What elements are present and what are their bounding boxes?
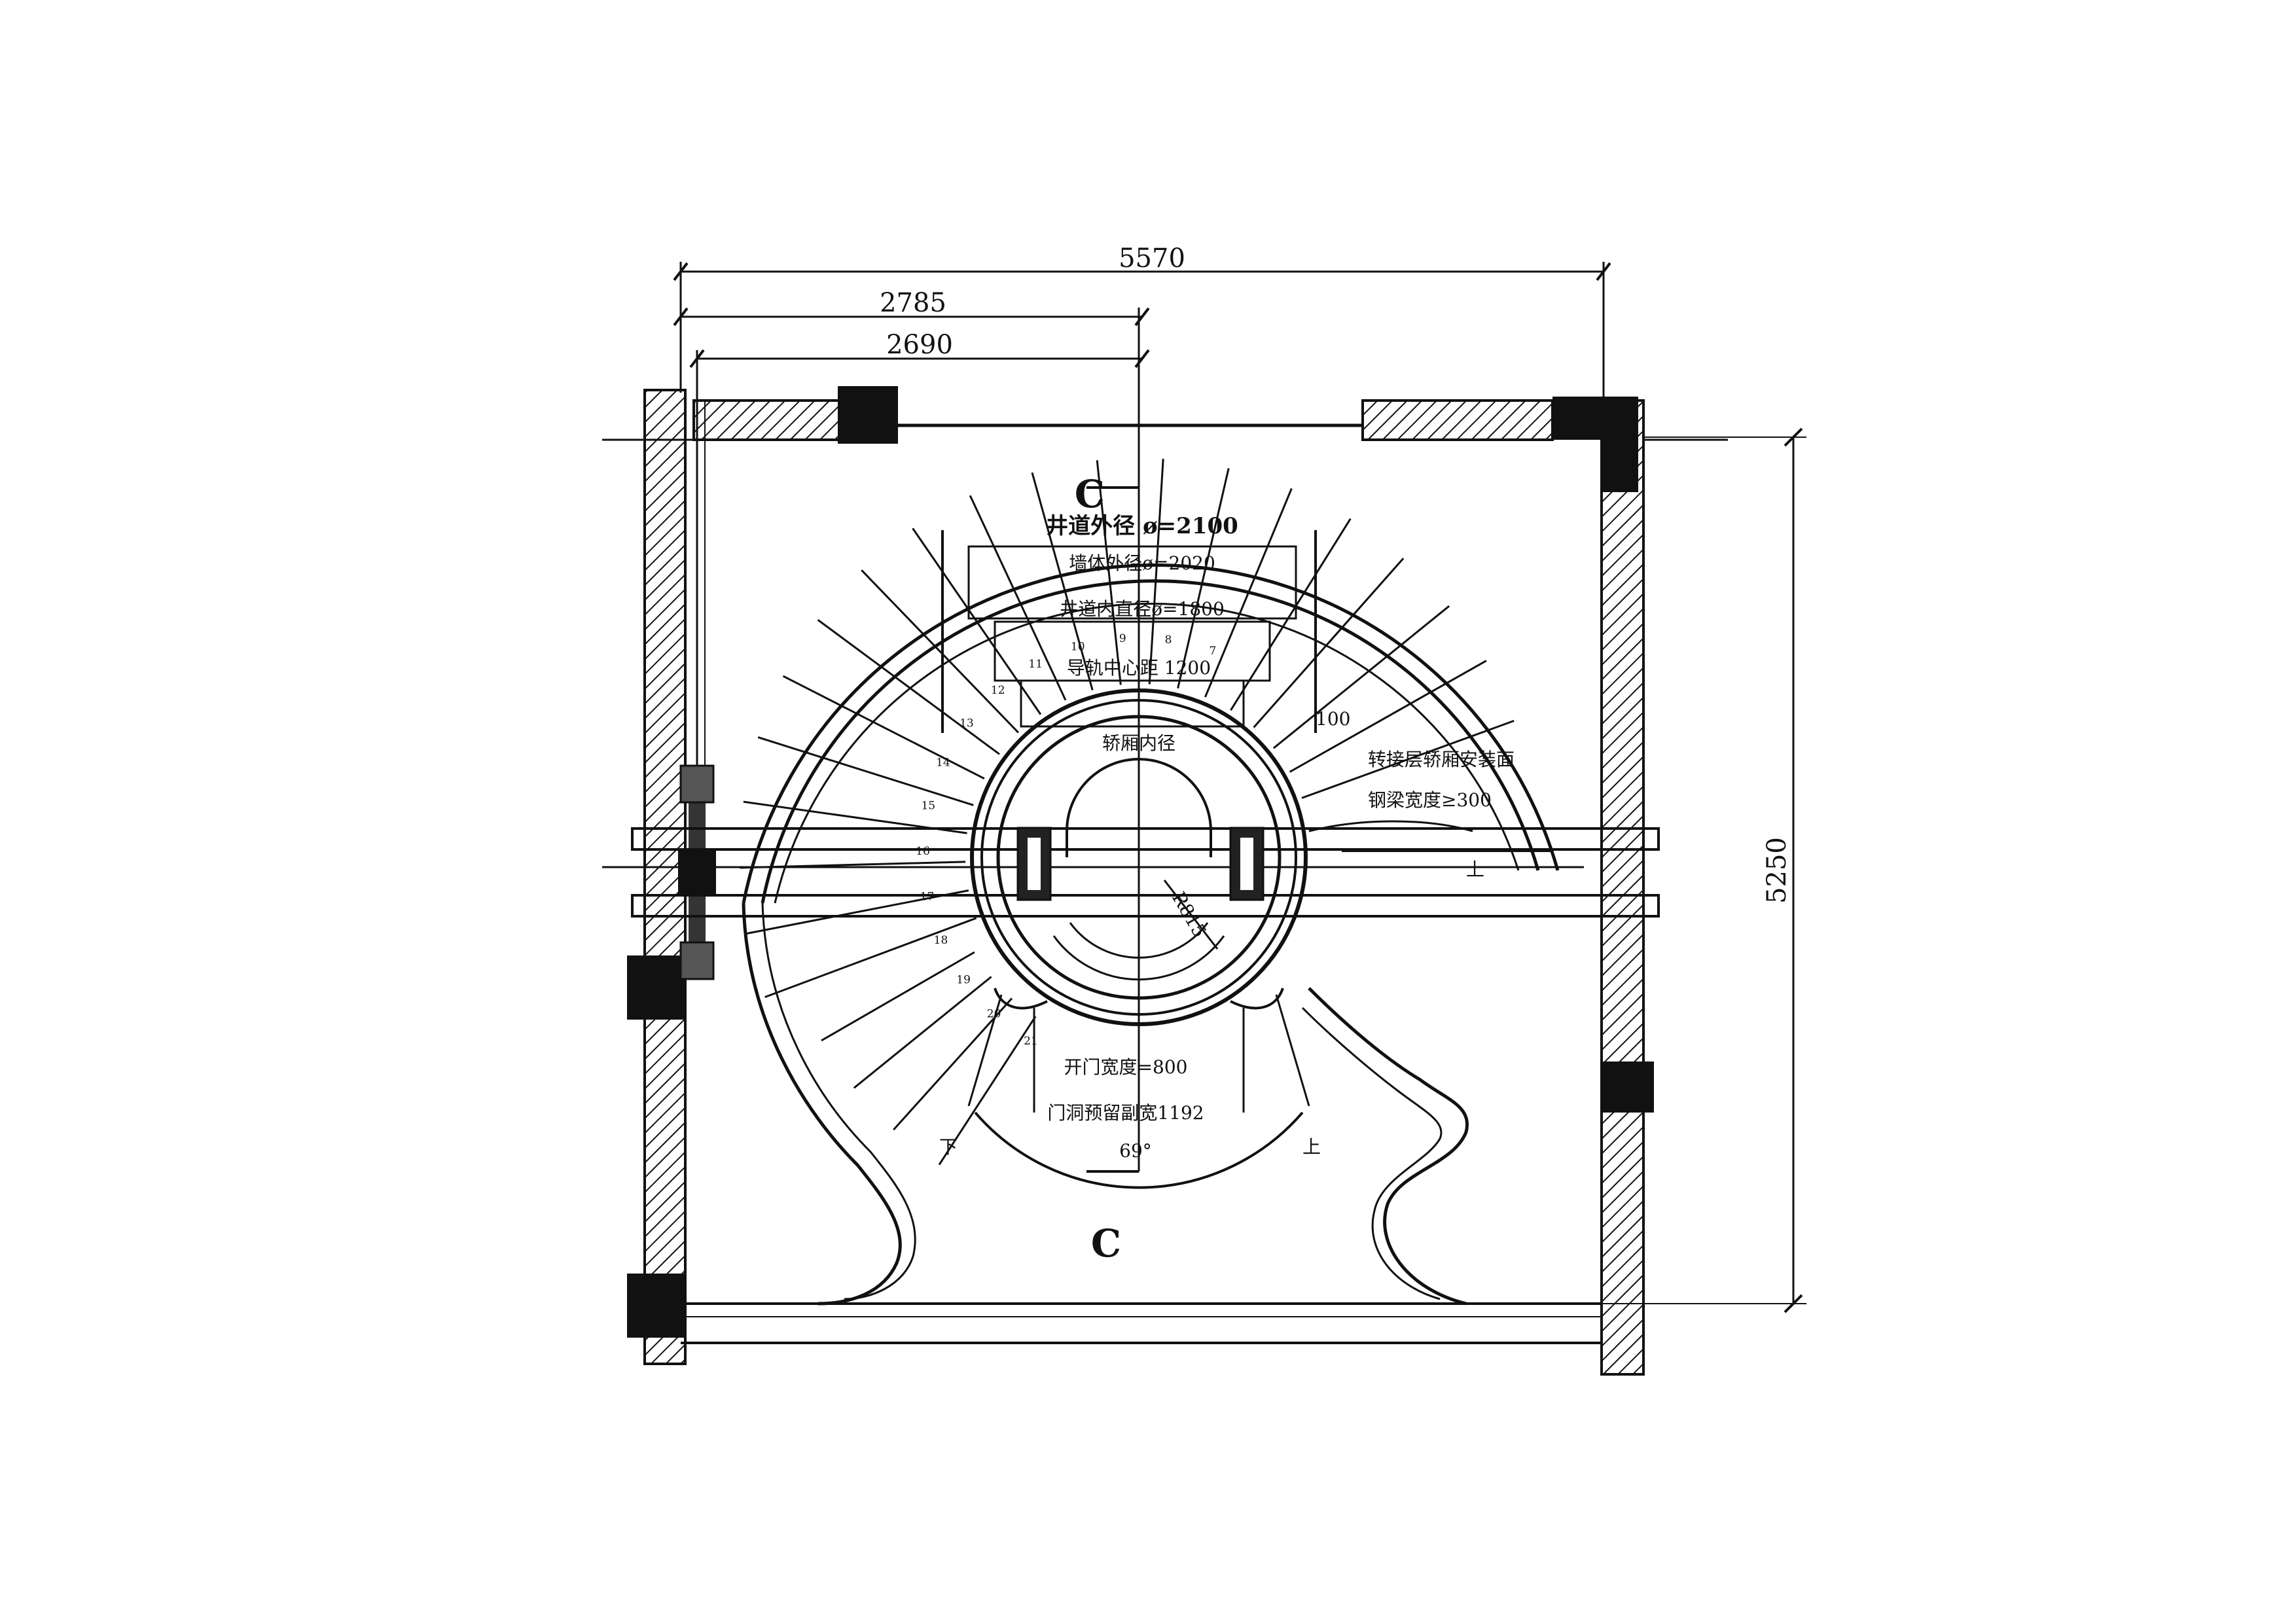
stair-tread-line [1301, 719, 1515, 799]
top-wall-left [692, 399, 842, 441]
stair-step-number: 10 [1071, 641, 1085, 654]
stair-step-number: 15 [921, 800, 935, 813]
stair-step-number: 9 [1119, 632, 1126, 645]
label-shaft-outer-diameter: 井道外径 ø=2100 [1046, 513, 1238, 539]
stair-tread-line [757, 736, 974, 806]
steel-beams [602, 764, 1660, 980]
dim-overall-width: 5570 [1119, 243, 1185, 274]
section-mark-bottom: C [1091, 1221, 1121, 1266]
stair-tread-line [938, 1016, 1037, 1166]
stair-tread-line [821, 951, 975, 1042]
right-wall [1600, 399, 1645, 1376]
dim-half-width: 2785 [880, 288, 946, 318]
stair-tread-line [746, 889, 969, 935]
stair-step-number: 7 [1209, 645, 1216, 658]
stair-treads [740, 459, 1515, 1166]
label-door-opening-reserve: 门洞预留副宽1192 [1047, 1102, 1204, 1124]
stair-tread-line [1148, 459, 1164, 685]
stair-step-number: 16 [916, 845, 930, 858]
dim-overall-depth: 5250 [1762, 837, 1792, 904]
dimension-labels: 5570 2785 2690 5250 [880, 243, 1792, 904]
stair-tread-line [1272, 605, 1450, 749]
stair-tread-line [817, 618, 1000, 755]
stair-step-number: 13 [960, 717, 974, 730]
stair-tread-line [740, 861, 966, 869]
stair-tread-line [1253, 558, 1405, 728]
label-up-bottom: 上 [1302, 1136, 1321, 1158]
stair-tread-line [861, 569, 1019, 734]
label-shaft-inner-diameter: 井道内直径ø=1800 [1060, 598, 1225, 620]
column-top-left [838, 386, 898, 444]
label-door-open-width: 开门宽度=800 [1064, 1056, 1188, 1078]
stair-step-number: 17 [920, 890, 935, 903]
stair-step-number: 11 [1028, 658, 1043, 671]
column-left-bottom [627, 1274, 685, 1338]
stair-step-number: 8 [1165, 633, 1172, 647]
label-up-right: 上 [1466, 859, 1484, 880]
stair-tread-line [782, 675, 985, 780]
column-right-mid [1602, 1061, 1654, 1113]
stair-tread-line [1177, 468, 1230, 689]
column-left-mid [627, 955, 685, 1020]
column-top-right-b [1602, 397, 1638, 492]
dimension-lines [673, 262, 1806, 1313]
stair-step-number: 18 [934, 934, 948, 947]
label-door-angle: 69° [1119, 1140, 1152, 1162]
label-guide-rail-note: 导轨中心距 1200 [1067, 657, 1211, 679]
stair-tread-line [1031, 472, 1094, 691]
label-wall-outer-diameter: 墙体外径ø=2020 [1069, 552, 1215, 574]
stair-tread-line [912, 527, 1042, 715]
stair-tread-line [1230, 518, 1352, 711]
label-dim-100: 100 [1316, 708, 1350, 730]
stair-tread-line [1204, 488, 1293, 698]
top-wall-right [1361, 399, 1554, 441]
dim-inner-width: 2690 [886, 330, 953, 360]
stair-tread-line [853, 976, 992, 1089]
stair-step-number: 12 [991, 684, 1005, 697]
stair-tread-line [1096, 460, 1122, 685]
stair-tread-line [764, 917, 977, 999]
stair-tread-line [743, 800, 967, 834]
label-landing-note-2: 钢梁宽度≥300 [1368, 789, 1492, 811]
beam-connector-left-top [679, 764, 715, 804]
structural-columns [627, 386, 1654, 1338]
label-landing-note-1: 转接层轿厢安装面 [1368, 749, 1515, 770]
label-down-bottom: 下 [939, 1136, 958, 1158]
label-car: 轿厢内径 [1102, 732, 1175, 754]
stair-step-number: 14 [936, 757, 950, 770]
stair-step-number: 21 [1024, 1035, 1038, 1048]
beam-connector-left-bottom [679, 941, 715, 980]
section-mark-top: C [1075, 472, 1105, 516]
stair-tread-line [893, 997, 1013, 1131]
stair-tread-line [969, 495, 1067, 701]
stair-tread-line [1289, 660, 1487, 773]
stair-step-number: 19 [956, 974, 971, 987]
center-lines [1086, 308, 1219, 1173]
